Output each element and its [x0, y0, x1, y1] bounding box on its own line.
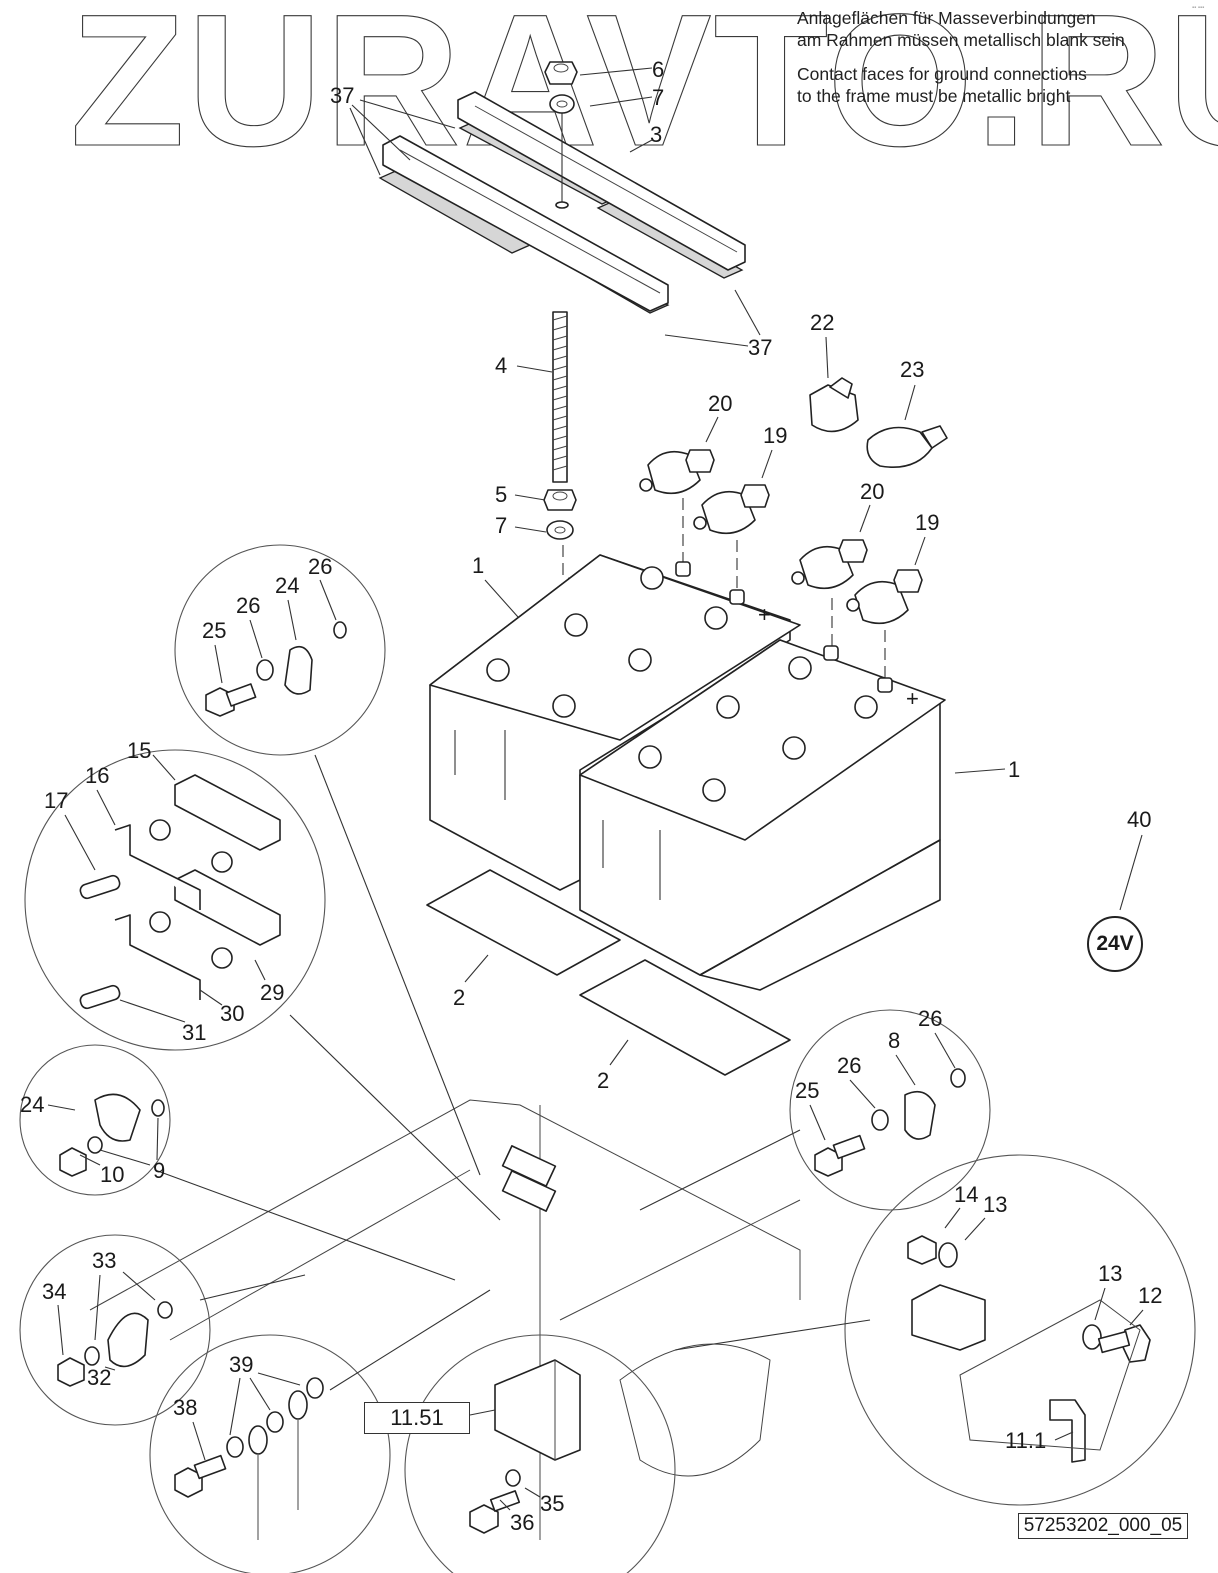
callout-29: 29: [260, 980, 284, 1005]
drawing-number: 57253202_000_05: [1018, 1513, 1188, 1539]
callout-19-a: 19: [763, 423, 787, 448]
callout-2-front: 2: [597, 1068, 609, 1093]
frame: [89, 1099, 801, 1540]
german-note-line1: Anlageflächen für Masseverbindungen: [797, 8, 1096, 28]
detail-circle-g: [789, 1009, 991, 1211]
callout-12: 12: [1138, 1283, 1162, 1308]
callout-24-b: 24: [20, 1092, 44, 1117]
callout-17: 17: [44, 788, 68, 813]
german-note: Anlageflächen für Masseverbindungen am R…: [797, 7, 1125, 51]
detail-f-parts: [469, 1359, 581, 1534]
hold-down-rail-assembly: [378, 91, 746, 314]
nut-6: [544, 61, 578, 85]
callout-14: 14: [954, 1182, 978, 1207]
detail-circle-d: [19, 1234, 211, 1426]
callout-34: 34: [42, 1279, 66, 1304]
nut-5: [543, 489, 577, 511]
callout-32: 32: [87, 1365, 111, 1390]
english-note: Contact faces for ground connections to …: [797, 63, 1087, 107]
callout-40: 40: [1127, 807, 1151, 832]
detail-g-parts: [814, 1068, 966, 1177]
callout-26-a1: 26: [236, 593, 260, 618]
callout-25-a: 25: [202, 618, 226, 643]
callout-15: 15: [127, 738, 151, 763]
detail-h-parts: [907, 1235, 1151, 1463]
detail-circle-b: [24, 749, 326, 1051]
callout-33: 33: [92, 1248, 116, 1273]
callout-16: 16: [85, 763, 109, 788]
threaded-rod-4: [552, 311, 568, 483]
callout-9: 9: [153, 1158, 165, 1183]
callout-11-1: 11.1: [1005, 1428, 1046, 1453]
battery-rear: +: [429, 554, 801, 891]
english-note-line2: to the frame must be metallic bright: [797, 86, 1071, 106]
detail-circle-f: [404, 1334, 676, 1573]
callout-19-b: 19: [915, 510, 939, 535]
german-note-line2: am Rahmen müssen metallisch blank sein: [797, 30, 1125, 50]
terminal-clamp-20-a: [639, 449, 715, 495]
callout-7-lower: 7: [495, 513, 507, 538]
callout-10: 10: [100, 1162, 124, 1187]
detail-circle-h: [844, 1154, 1196, 1506]
callout-37-upper: 37: [330, 83, 354, 108]
detail-a-parts: [205, 621, 347, 717]
callout-3: 3: [650, 122, 662, 147]
callout-8: 8: [888, 1028, 900, 1053]
battery-mat-rear: [426, 869, 621, 976]
voltage-badge: 24V: [1087, 916, 1143, 972]
callout-20-a: 20: [708, 391, 732, 416]
terminal-clamp-19-b: [846, 569, 923, 625]
corner-mark: ▪▪ ▪▪▪: [1192, 5, 1205, 11]
callout-20-b: 20: [860, 479, 884, 504]
callout-26-a2: 26: [308, 554, 332, 579]
detail-circle-c: [19, 1044, 171, 1196]
callout-24-a: 24: [275, 573, 299, 598]
detail-circle-e: [149, 1334, 391, 1573]
svg-text:+: +: [758, 602, 771, 627]
callout-26-f1: 26: [837, 1053, 861, 1078]
reference-box-11-51: 11.51: [364, 1402, 470, 1434]
washer-7-top: [549, 94, 575, 114]
callout-6: 6: [652, 57, 664, 82]
callout-13-a: 13: [983, 1192, 1007, 1217]
callout-22: 22: [810, 310, 834, 335]
callout-4: 4: [495, 353, 507, 378]
callout-38: 38: [173, 1395, 197, 1420]
svg-text:+: +: [906, 686, 919, 711]
battery-mat-front: [579, 959, 791, 1076]
terminal-clamp-19-a: [693, 484, 770, 535]
detail-e-parts: [174, 1377, 324, 1540]
detail-d-parts: [57, 1301, 173, 1387]
battery-front: +: [579, 639, 946, 976]
detail-c-parts: [59, 1093, 165, 1177]
callout-7: 7: [652, 85, 664, 110]
callout-13-b: 13: [1098, 1261, 1122, 1286]
callout-23: 23: [900, 357, 924, 382]
callout-25-f: 25: [795, 1078, 819, 1103]
callout-31: 31: [182, 1020, 206, 1045]
callout-26-f2: 26: [918, 1006, 942, 1031]
callout-39: 39: [229, 1352, 253, 1377]
callout-5: 5: [495, 482, 507, 507]
terminal-clamp-20-b: [791, 539, 868, 590]
callout-37-lower: 37: [748, 335, 772, 360]
callout-35: 35: [540, 1491, 564, 1516]
callout-2-rear: 2: [453, 985, 465, 1010]
callout-1-rear: 1: [472, 553, 484, 578]
terminal-cover-23: [866, 425, 948, 468]
terminal-cover-22: [809, 377, 859, 433]
callouts: 6 7 3 37 37 4 5 7 22 23 20 19 20 19 1 1 …: [20, 57, 1162, 1535]
detail-circle-a: [174, 544, 386, 756]
callout-30: 30: [220, 1001, 244, 1026]
callout-36: 36: [510, 1510, 534, 1535]
english-note-line1: Contact faces for ground connections: [797, 64, 1087, 84]
detail-b-parts: [79, 774, 281, 1010]
watermark: ZURAVTO.RU: [70, 0, 1218, 185]
callout-1-front: 1: [1008, 757, 1020, 782]
washer-7-lower: [546, 520, 574, 540]
